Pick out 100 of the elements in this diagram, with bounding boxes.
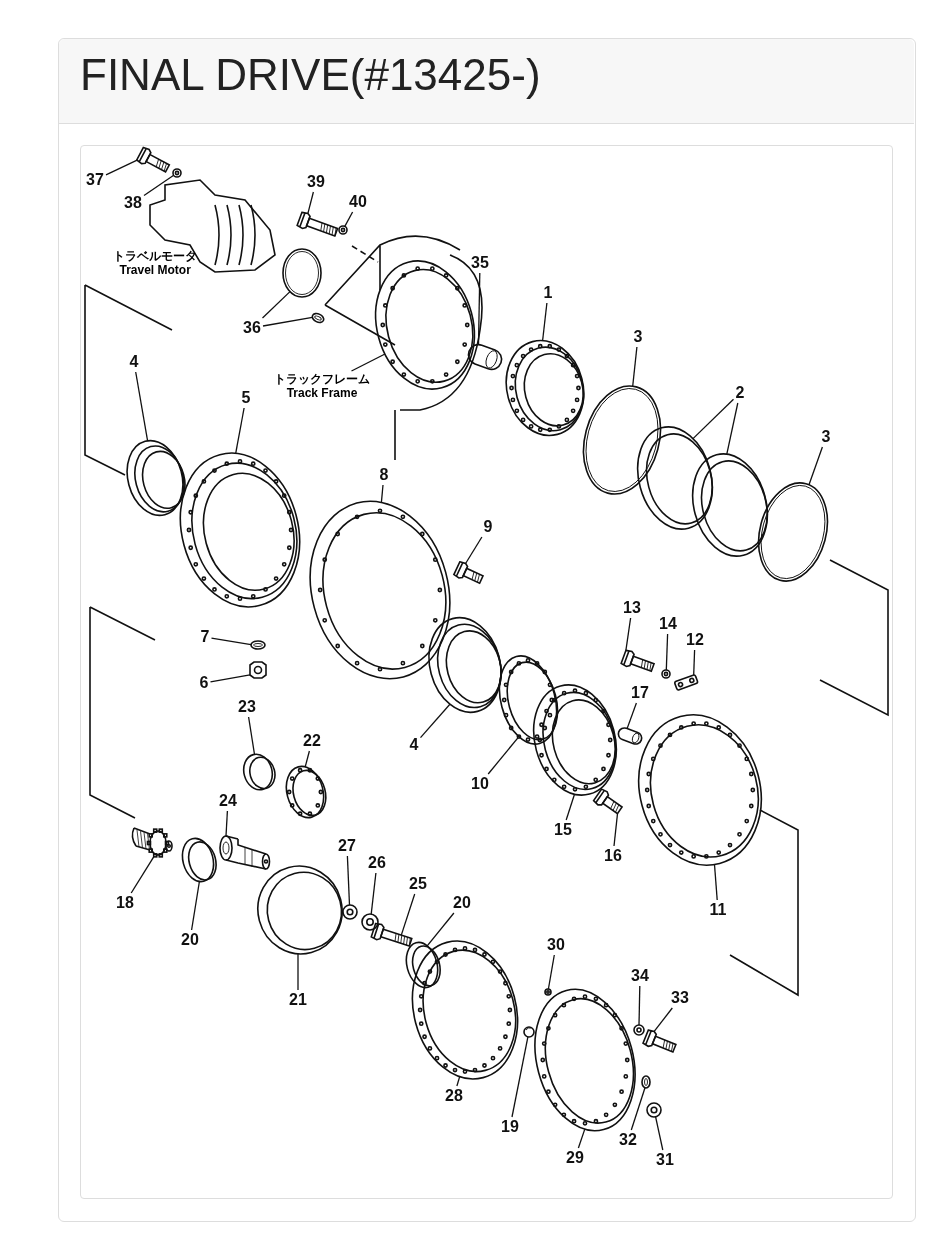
o-ring-drawing [582, 385, 662, 495]
bolt-drawing [453, 561, 485, 585]
part-name: トラックフレーム [274, 372, 370, 386]
callout-number: 27 [338, 837, 356, 855]
leader-line [653, 1007, 673, 1033]
callout-number: 20 [181, 931, 199, 949]
part-name: Travel Motor [119, 263, 191, 277]
callout-number: 35 [471, 254, 489, 272]
callout-number: 13 [623, 599, 641, 617]
callout-number: 9 [483, 518, 493, 536]
bolt-drawing [642, 1029, 677, 1053]
leader-line [547, 954, 555, 990]
callout-number: 3 [633, 328, 643, 346]
callout-number: 33 [671, 989, 689, 1007]
leader-line [261, 290, 291, 319]
callout-number: 22 [303, 732, 321, 750]
carrier-drawing [532, 684, 618, 796]
bearing-drawing [636, 426, 714, 530]
leader-line [225, 810, 229, 837]
callout-number: 30 [547, 936, 565, 954]
shaft-drawing [219, 835, 271, 870]
leader-line [692, 398, 735, 440]
callout-number: 31 [656, 1151, 674, 1169]
hub-drawing [505, 339, 585, 437]
leader-line [625, 617, 632, 651]
callout-number: 36 [243, 319, 261, 337]
bolt-drawing [646, 1102, 662, 1118]
callout-number: 40 [349, 193, 367, 211]
ring-gear-drawing [411, 940, 519, 1080]
leader-line [400, 893, 416, 936]
callout-number: 8 [379, 466, 389, 484]
callout-number: 29 [566, 1149, 584, 1167]
leader-line [654, 1116, 664, 1151]
leader-line [426, 912, 455, 947]
callout-number: 4 [129, 353, 139, 371]
leader-line [344, 211, 354, 228]
part-name: トラベルモータ [113, 249, 197, 263]
leader-line [307, 191, 315, 215]
leader-line [235, 407, 245, 455]
gear-drawing [285, 765, 327, 819]
washer-drawing [342, 904, 358, 920]
leader-line [143, 174, 175, 197]
leader-line [105, 159, 138, 176]
leader-line [135, 371, 149, 442]
leader-line [693, 649, 696, 676]
leader-line [419, 703, 451, 739]
ring-drawing [405, 941, 441, 989]
seal-drawing [428, 617, 502, 713]
nut-drawing [249, 661, 267, 679]
ball-drawing [523, 1026, 535, 1038]
callout-number: 39 [307, 173, 325, 191]
callout-number: 6 [199, 674, 209, 692]
bolt-drawing [620, 649, 656, 673]
ring-drawing [498, 655, 559, 745]
callout-number: 3 [821, 428, 831, 446]
callout-number: 21 [289, 991, 307, 1009]
callout-number: 15 [554, 821, 572, 839]
o-ring-drawing [250, 640, 266, 650]
leader-line [262, 316, 314, 327]
o-ring-drawing [641, 1075, 651, 1089]
leader-line [190, 880, 201, 931]
washer-drawing [661, 669, 671, 679]
callout-number: 14 [659, 615, 677, 633]
leader-line [565, 793, 576, 821]
callout-number: 38 [124, 194, 142, 212]
o-ring-drawing [757, 482, 829, 582]
bolt-drawing [135, 146, 171, 173]
leader-line [297, 953, 299, 991]
callout-number: 37 [86, 171, 104, 189]
leader-line [577, 1128, 586, 1149]
leader-line [477, 272, 481, 346]
bolt-drawing [592, 788, 624, 815]
gear-drawing [534, 988, 636, 1132]
callout-number: 18 [116, 894, 134, 912]
o-ring-drawing [311, 312, 325, 324]
washer-drawing [338, 225, 348, 235]
washer-drawing [633, 1024, 645, 1036]
hub-drawing [179, 452, 301, 608]
carrier-drawing [257, 865, 343, 955]
leader-line [541, 302, 548, 342]
callout-number: 1 [543, 284, 553, 302]
ring-gear-drawing [638, 714, 762, 866]
leader-line [456, 1075, 461, 1087]
leader-line [346, 855, 351, 906]
washer-drawing [361, 913, 379, 931]
leader-line [247, 716, 256, 756]
callout-number: 19 [501, 1118, 519, 1136]
callout-number: 2 [735, 384, 745, 402]
callout-number: 12 [686, 631, 704, 649]
leader-line [626, 702, 638, 730]
leader-line [380, 484, 384, 504]
callout-number: 20 [453, 894, 471, 912]
leader-line [304, 750, 311, 768]
bearing-drawing [691, 453, 769, 557]
seal-drawing [126, 439, 186, 517]
leader-line [726, 402, 739, 455]
washer-drawing [172, 168, 182, 178]
callout-number: 11 [709, 901, 727, 919]
pin-drawing [615, 725, 645, 747]
callout-number: 34 [631, 967, 649, 985]
